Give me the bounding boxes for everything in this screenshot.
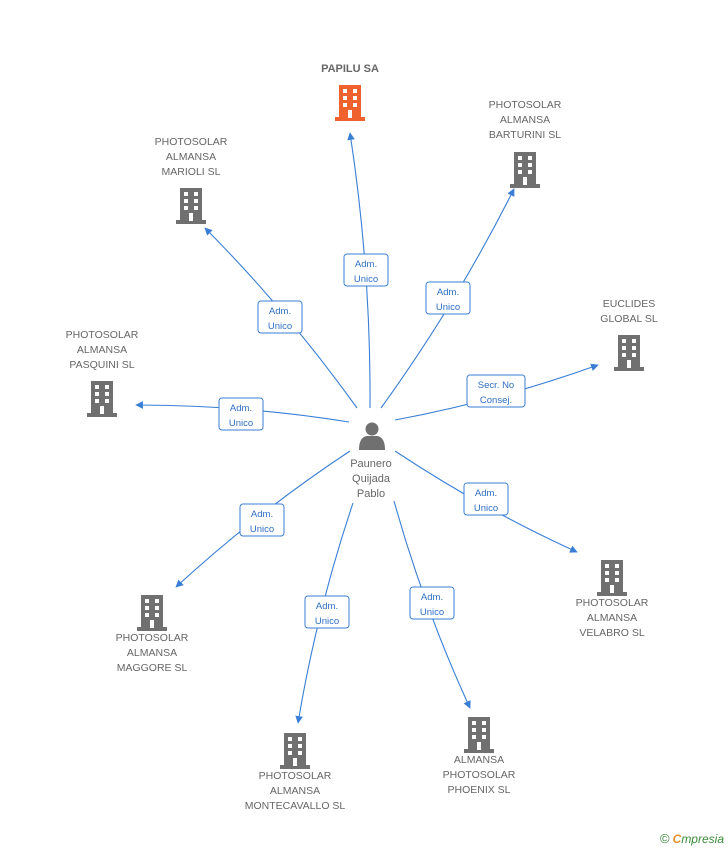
edge-role-label-maggore[interactable]: Adm. Unico: [239, 503, 285, 537]
company-name-line: ALMANSA: [454, 754, 504, 766]
company-name-line: GLOBAL SL: [600, 313, 658, 325]
company-node-marioli[interactable]: PHOTOSOLAR ALMANSA MARIOLI SL: [155, 136, 228, 224]
copyright-icon: ©: [660, 831, 670, 846]
building-icon: [510, 152, 540, 188]
building-icon: [137, 595, 167, 631]
company-name-line: PHOTOSOLAR: [116, 632, 189, 644]
edge-role-box: [466, 374, 526, 408]
edge-role-text: Unico: [315, 616, 339, 627]
company-name-line: PHOTOSOLAR: [155, 136, 228, 148]
edge-role-text: Adm.: [437, 287, 459, 298]
brand-logo-initial: C: [672, 832, 682, 846]
footer-brand: ©Cmpresia: [660, 831, 724, 846]
company-name-line: ALMANSA: [270, 785, 320, 797]
company-node-euclides[interactable]: EUCLIDES GLOBAL SL: [600, 298, 658, 371]
edge-role-text: Unico: [436, 302, 460, 313]
company-name-line: ALMANSA: [127, 647, 177, 659]
edge-role-text: Adm.: [475, 488, 497, 499]
company-node-montecavallo[interactable]: PHOTOSOLAR ALMANSA MONTECAVALLO SL: [245, 733, 346, 812]
person-name-line: Quijada: [352, 473, 391, 485]
building-icon: [335, 85, 365, 121]
edge-role-text: Secr. No: [478, 380, 514, 391]
company-name-line: ALMANSA: [587, 612, 637, 624]
edge-role-box: [425, 281, 471, 315]
edge-role-text: Adm.: [421, 592, 443, 603]
edge-role-label-papilu[interactable]: Adm. Unico: [343, 253, 389, 287]
company-name-line: MARIOLI SL: [162, 166, 221, 178]
edge-role-label-euclides[interactable]: Secr. No Consej.: [466, 374, 526, 408]
edge-role-text: Adm.: [355, 259, 377, 270]
company-name-line: PHOTOSOLAR: [66, 329, 139, 341]
edge-role-text: Unico: [420, 607, 444, 618]
company-name-line: ALMANSA: [500, 114, 550, 126]
edge-role-label-pasquini[interactable]: Adm. Unico: [218, 397, 264, 431]
edge-role-label-montecavallo[interactable]: Adm. Unico: [304, 595, 350, 629]
company-name-line: PHOTOSOLAR: [489, 99, 562, 111]
edge-role-label-marioli[interactable]: Adm. Unico: [257, 300, 303, 334]
person-name-line: Pablo: [357, 488, 385, 500]
edge-role-text: Adm.: [230, 403, 252, 414]
edge-role-text: Adm.: [251, 509, 273, 520]
building-icon: [87, 381, 117, 417]
edge-role-text: Consej.: [480, 395, 512, 406]
person-name-line: Paunero: [350, 458, 392, 470]
person-icon: [365, 422, 379, 436]
edge-role-box: [343, 253, 389, 287]
building-icon: [597, 560, 627, 596]
company-name-line: PHOTOSOLAR: [259, 770, 332, 782]
company-name-line: ALMANSA: [166, 151, 216, 163]
company-node-maggore[interactable]: PHOTOSOLAR ALMANSA MAGGORE SL: [116, 595, 189, 674]
edge-role-text: Adm.: [269, 306, 291, 317]
edge-role-label-velabro[interactable]: Adm. Unico: [463, 482, 509, 516]
company-name-line: ALMANSA: [77, 344, 127, 356]
edge-role-box: [409, 586, 455, 620]
edge-role-text: Unico: [474, 503, 498, 514]
company-name-line: PHOTOSOLAR: [576, 597, 649, 609]
company-name-line: PHOTOSOLAR: [443, 769, 516, 781]
edge-role-box: [239, 503, 285, 537]
company-name-line: EUCLIDES: [603, 298, 656, 310]
brand-logo-text: mpresia: [681, 832, 724, 846]
company-name-line: PAPILU SA: [321, 63, 379, 75]
company-name-line: PASQUINI SL: [69, 359, 134, 371]
edge-role-label-barturini[interactable]: Adm. Unico: [425, 281, 471, 315]
company-node-pasquini[interactable]: PHOTOSOLAR ALMANSA PASQUINI SL: [66, 329, 139, 417]
company-name-line: BARTURINI SL: [489, 129, 561, 141]
edge-role-box: [304, 595, 350, 629]
edge-role-box: [257, 300, 303, 334]
company-name-line: PHOENIX SL: [447, 784, 510, 796]
company-node-papilu[interactable]: PAPILU SA: [321, 63, 379, 121]
company-node-phoenix[interactable]: ALMANSA PHOTOSOLAR PHOENIX SL: [443, 717, 516, 796]
edge-role-text: Unico: [250, 524, 274, 535]
company-name-line: VELABRO SL: [579, 627, 645, 639]
building-icon: [614, 335, 644, 371]
company-name-line: MONTECAVALLO SL: [245, 800, 346, 812]
building-icon: [280, 733, 310, 769]
company-name-line: MAGGORE SL: [117, 662, 188, 674]
edge-role-box: [463, 482, 509, 516]
building-icon: [464, 717, 494, 753]
edge-role-label-phoenix[interactable]: Adm. Unico: [409, 586, 455, 620]
edge-role-box: [218, 397, 264, 431]
edge-role-text: Unico: [229, 418, 253, 429]
edge-role-text: Unico: [354, 274, 378, 285]
company-node-velabro[interactable]: PHOTOSOLAR ALMANSA VELABRO SL: [576, 560, 649, 639]
edge-role-text: Unico: [268, 321, 292, 332]
company-node-barturini[interactable]: PHOTOSOLAR ALMANSA BARTURINI SL: [489, 99, 562, 188]
person-icon-body: [359, 436, 385, 450]
edge-role-text: Adm.: [316, 601, 338, 612]
building-icon: [176, 188, 206, 224]
